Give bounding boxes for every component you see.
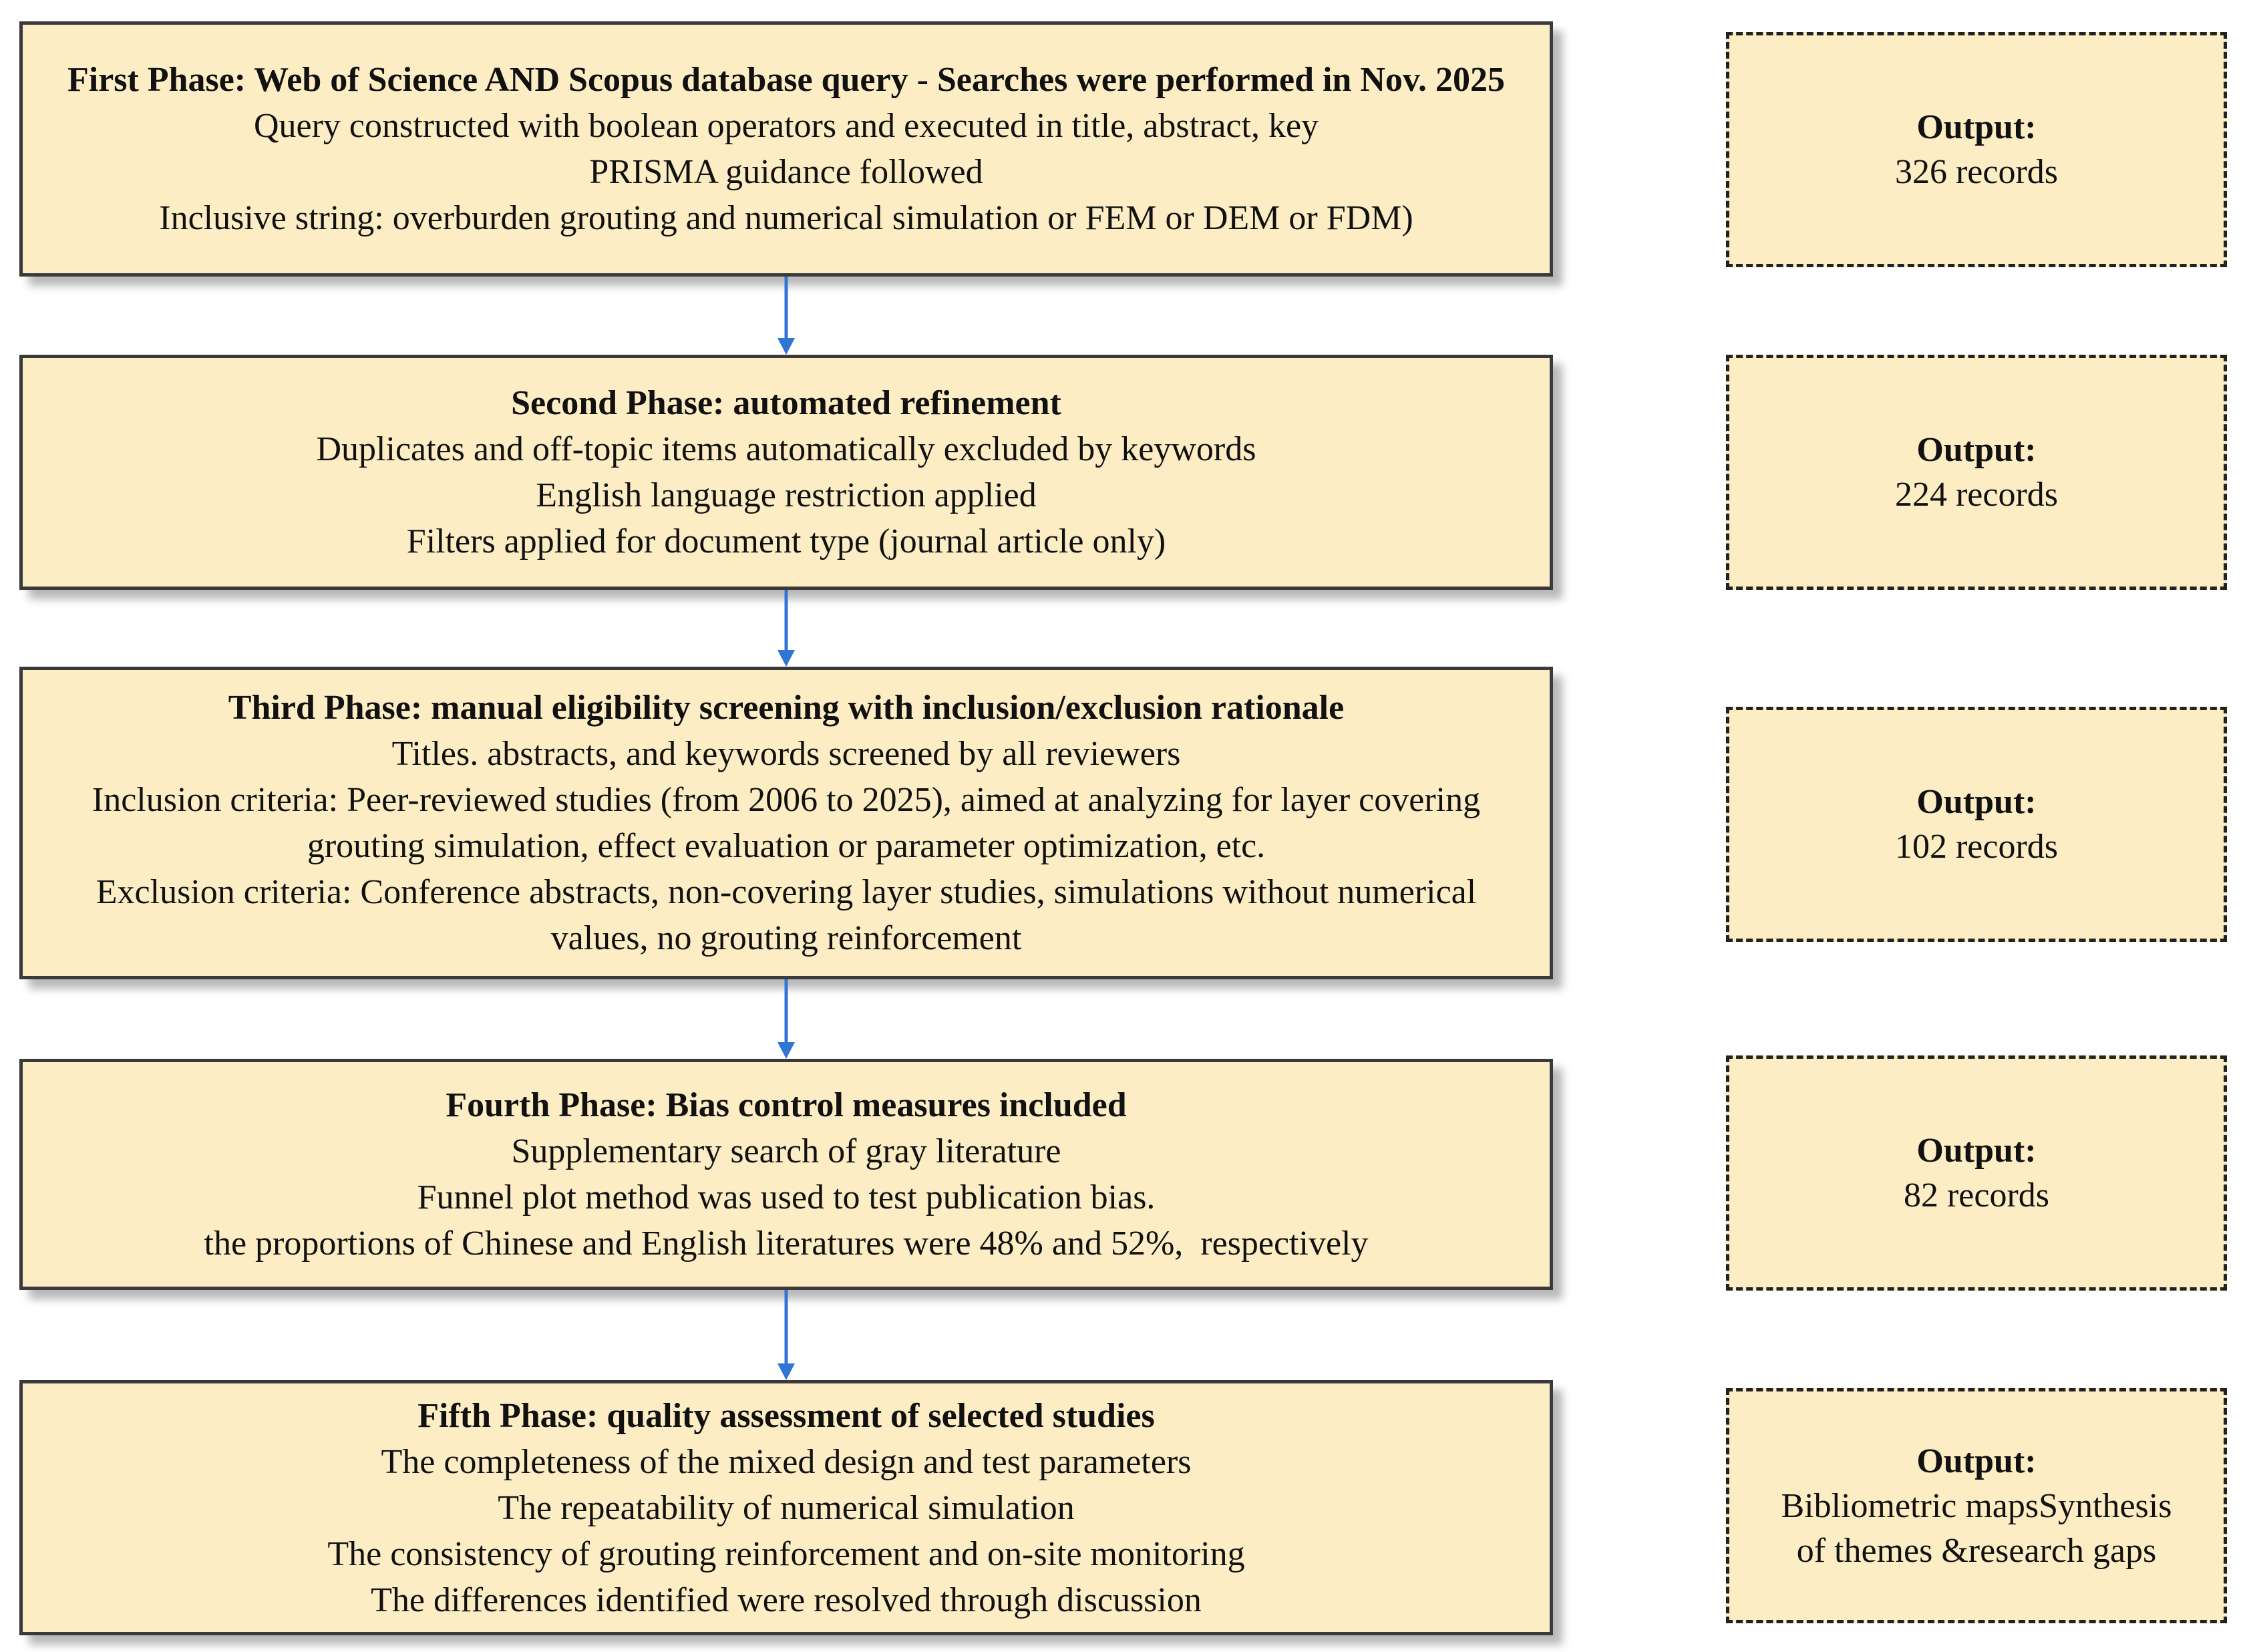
phase-4-title: Fourth Phase: Bias control measures incl… <box>446 1086 1127 1124</box>
output-value: 82 records <box>1903 1176 2050 1214</box>
phase-5-box: Fifth Phase: quality assessment of selec… <box>19 1380 1553 1635</box>
phase-4-line: Funnel plot method was used to test publ… <box>417 1178 1156 1216</box>
output-value: 326 records <box>1894 153 2059 191</box>
output-box-1: Output: 326 records <box>1726 32 2227 267</box>
phase-1-line: Query constructed with boolean operators… <box>253 107 1319 145</box>
output-label: Output: <box>1916 431 2037 469</box>
phase-3-line: Exclusion criteria: Conference abstracts… <box>96 873 1486 957</box>
output-box-2: Output: 224 records <box>1726 355 2227 590</box>
output-box-3: Output: 102 records <box>1726 707 2227 942</box>
phase-2-box: Second Phase: automated refinement Dupli… <box>19 355 1553 590</box>
output-box-4: Output: 82 records <box>1726 1055 2227 1291</box>
output-label: Output: <box>1916 108 2037 146</box>
flow-arrow-3-to-4 <box>776 979 796 1059</box>
output-label: Output: <box>1916 1442 2037 1480</box>
phase-4-line: the proportions of Chinese and English l… <box>204 1224 1369 1263</box>
flow-arrow-4-to-5 <box>776 1290 796 1380</box>
phase-5-title: Fifth Phase: quality assessment of selec… <box>417 1396 1155 1435</box>
phase-5-line: The consistency of grouting reinforcemen… <box>327 1534 1245 1573</box>
flow-arrow-1-to-2 <box>776 277 796 355</box>
flow-arrow-2-to-3 <box>776 590 796 667</box>
output-box-5: Output: Bibliometric mapsSynthesis of th… <box>1726 1388 2227 1623</box>
phase-2-line: Filters applied for document type (journ… <box>406 522 1166 560</box>
phase-3-title: Third Phase: manual eligibility screenin… <box>228 689 1345 727</box>
phase-1-line: Inclusive string: overburden grouting an… <box>159 199 1413 237</box>
phase-5-line: The differences identified were resolved… <box>371 1581 1202 1619</box>
output-value: 102 records <box>1894 828 2059 866</box>
output-label: Output: <box>1916 783 2037 821</box>
phase-1-line: PRISMA guidance followed <box>589 153 983 191</box>
phase-1-title: First Phase: Web of Science AND Scopus d… <box>67 61 1506 99</box>
phase-5-line: The completeness of the mixed design and… <box>381 1442 1192 1481</box>
phase-4-box: Fourth Phase: Bias control measures incl… <box>19 1059 1553 1290</box>
output-value: 224 records <box>1894 476 2059 514</box>
phase-1-box: First Phase: Web of Science AND Scopus d… <box>19 21 1553 277</box>
phase-3-box: Third Phase: manual eligibility screenin… <box>19 667 1553 979</box>
phase-2-line: English language restriction applied <box>536 476 1037 514</box>
output-label: Output: <box>1916 1132 2037 1170</box>
output-value: of themes &research gaps <box>1796 1531 2157 1570</box>
phase-3-line: Inclusion criteria: Peer-reviewed studie… <box>92 781 1490 865</box>
phase-5-line: The repeatability of numerical simulatio… <box>498 1488 1075 1527</box>
phase-4-line: Supplementary search of gray literature <box>511 1132 1061 1170</box>
output-value: Bibliometric mapsSynthesis <box>1781 1486 2172 1525</box>
phase-2-line: Duplicates and off-topic items automatic… <box>316 430 1256 468</box>
phase-2-title: Second Phase: automated refinement <box>511 384 1061 422</box>
phase-3-line: Titles. abstracts, and keywords screened… <box>391 735 1181 773</box>
